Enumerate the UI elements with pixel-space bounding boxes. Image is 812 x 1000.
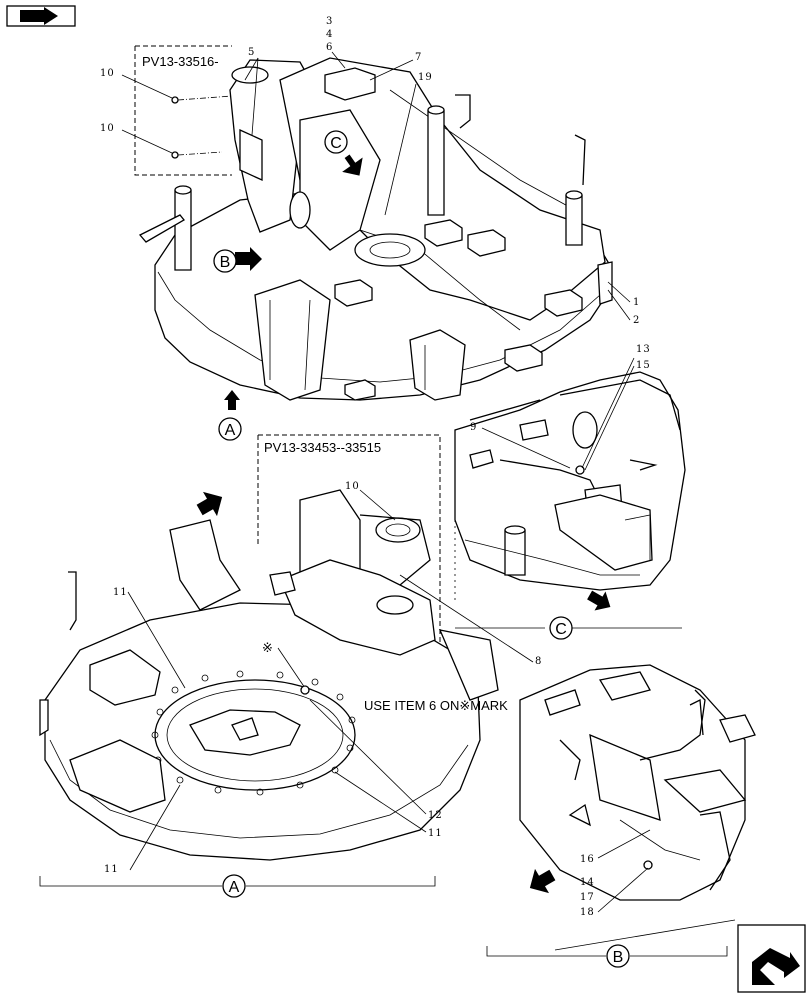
view-bracket-a: A	[39, 874, 436, 898]
frame-mid: PV13-33453--33515	[257, 434, 441, 660]
callout-11-b: 11	[428, 828, 443, 839]
callouts-detail-b: 16 14 17 18	[580, 829, 651, 918]
callout-10-c: 10	[345, 481, 360, 492]
callout-7: 7	[415, 52, 422, 63]
svg-text:B: B	[220, 254, 231, 271]
callout-16: 16	[580, 854, 595, 865]
callout-14: 14	[580, 877, 595, 888]
callout-4: 4	[326, 29, 333, 40]
callout-2: 2	[633, 315, 640, 326]
callout-13: 13	[636, 344, 651, 355]
frame-top: PV13-33516-	[134, 45, 233, 176]
callout-6: 6	[326, 42, 333, 53]
callout-19: 19	[418, 72, 433, 83]
next-page-arrow-icon[interactable]	[6, 5, 76, 27]
callouts-detail-c: 13 15 9	[455, 344, 651, 629]
frame-top-label: PV13-33516-	[142, 54, 219, 69]
svg-text:C: C	[555, 621, 567, 638]
callout-10-b: 10	[100, 123, 115, 134]
previous-page-arrow-icon[interactable]	[737, 924, 806, 993]
callout-1: 1	[633, 297, 640, 308]
detail-b-assembly	[519, 664, 756, 951]
callout-18: 18	[580, 907, 595, 918]
frame-mid-label: PV13-33453--33515	[264, 440, 381, 455]
view-marker-a-top: A	[218, 417, 242, 441]
callout-11-a: 11	[113, 587, 128, 598]
view-marker-c-detail: C	[549, 616, 682, 640]
svg-text:C: C	[330, 135, 342, 152]
upper-frame-assembly	[138, 57, 613, 410]
view-bracket-b: B	[486, 944, 728, 968]
callout-9: 9	[470, 422, 477, 433]
callout-10-a: 10	[100, 68, 115, 79]
svg-text:A: A	[225, 422, 236, 439]
svg-text:A: A	[229, 879, 240, 896]
view-marker-b-top: B	[213, 249, 237, 273]
callouts-top: 3 4 6 5 7 19 10 10 1 2	[100, 16, 640, 326]
callout-11-c: 11	[104, 864, 119, 875]
mark-symbol: ※	[262, 640, 273, 655]
callout-8: 8	[535, 656, 542, 667]
svg-text:B: B	[613, 949, 624, 966]
callout-3: 3	[326, 16, 333, 27]
detail-c-assembly	[454, 371, 686, 611]
use-item-note: USE ITEM 6 ON※MARK	[364, 698, 508, 713]
callout-5: 5	[248, 47, 255, 58]
callout-12: 12	[428, 810, 443, 821]
view-marker-c-top: C	[324, 130, 348, 154]
turntable-assembly: ※	[39, 489, 499, 861]
callout-15: 15	[636, 360, 651, 371]
callouts-turntable: 10 11 8 12 11 11	[104, 481, 542, 875]
callout-17: 17	[580, 892, 595, 903]
